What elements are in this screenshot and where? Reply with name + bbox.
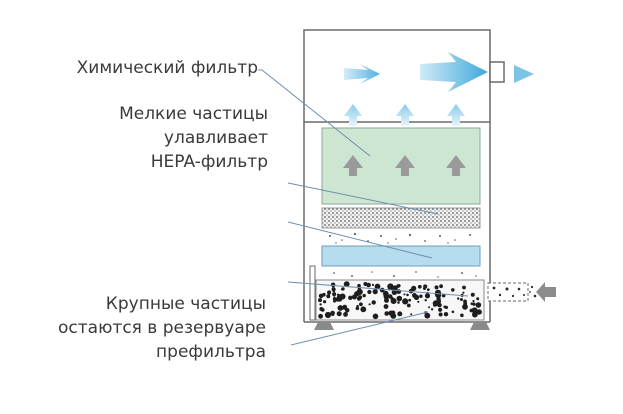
chemical-filter-label: Химический фильтр: [76, 58, 258, 78]
airflow-arrows-top: [344, 52, 534, 92]
coarse-particles-line-1: Крупные частицы: [105, 294, 266, 314]
particle-zone-lower: [333, 271, 477, 278]
intake-arrow: [536, 282, 556, 302]
fine-particles-line-2: улавливает: [163, 128, 268, 148]
coarse-particles-line-3: префильтра: [156, 342, 266, 362]
prefilter-reservoir: [309, 265, 485, 321]
hepa-filter-block: [321, 245, 481, 267]
fine-particles-line-3: HEPA-фильтр: [150, 152, 268, 172]
chemical-filter-block: [321, 127, 481, 205]
intake-duct: [487, 282, 556, 302]
coarse-particles-label: Крупные частицы остаются в резервуаре пр…: [58, 292, 266, 364]
unit-feet: [314, 322, 490, 330]
airflow-arrows-up: [344, 104, 465, 126]
fine-particles-line-1: Мелкие частицы: [119, 104, 268, 124]
fine-particles-label: Мелкие частицы улавливает HEPA-фильтр: [119, 102, 268, 174]
fine-particle-zone: [329, 232, 471, 244]
coarse-particles-line-2: остаются в резервуаре: [58, 318, 266, 338]
leader-lines: [258, 69, 469, 346]
hepa-mesh-layer: [321, 207, 481, 229]
